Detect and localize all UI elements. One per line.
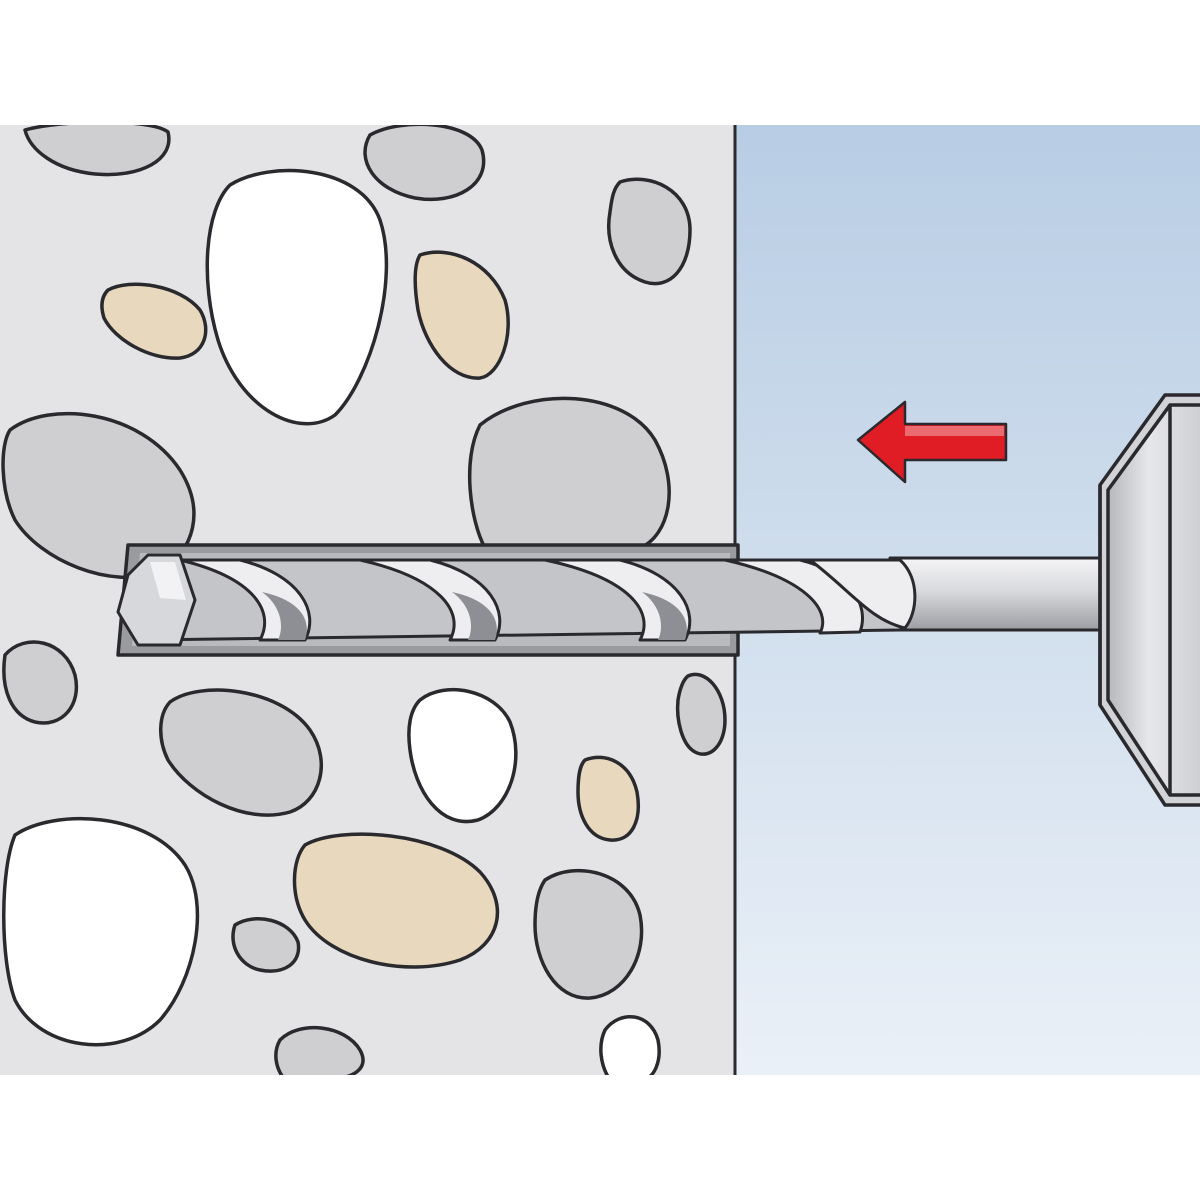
arrow-left-icon — [856, 400, 1008, 484]
aggregate-stone — [2, 640, 79, 725]
aggregate-stone — [413, 250, 510, 380]
aggregate-stone — [363, 125, 486, 201]
aggregate-stone — [274, 1026, 365, 1075]
aggregate-stone — [23, 125, 171, 177]
aggregate-stone — [533, 868, 644, 1000]
aggregate-stone — [159, 688, 324, 817]
drill-chuck — [1098, 393, 1200, 807]
aggregate-stone — [607, 177, 692, 286]
aggregate-stone — [407, 687, 518, 824]
aggregate-stone — [576, 755, 640, 842]
aggregate-stone — [231, 917, 301, 973]
aggregate-stone — [599, 1015, 661, 1075]
aggregate-stone — [675, 672, 727, 756]
aggregate-stone — [205, 168, 389, 426]
aggregate-stone — [2, 816, 200, 1047]
aggregate-stone — [292, 832, 500, 969]
drill-bit — [116, 553, 1112, 647]
drill-shank — [888, 556, 1112, 632]
aggregate-stone — [100, 282, 208, 360]
aggregate-stone — [467, 396, 671, 550]
